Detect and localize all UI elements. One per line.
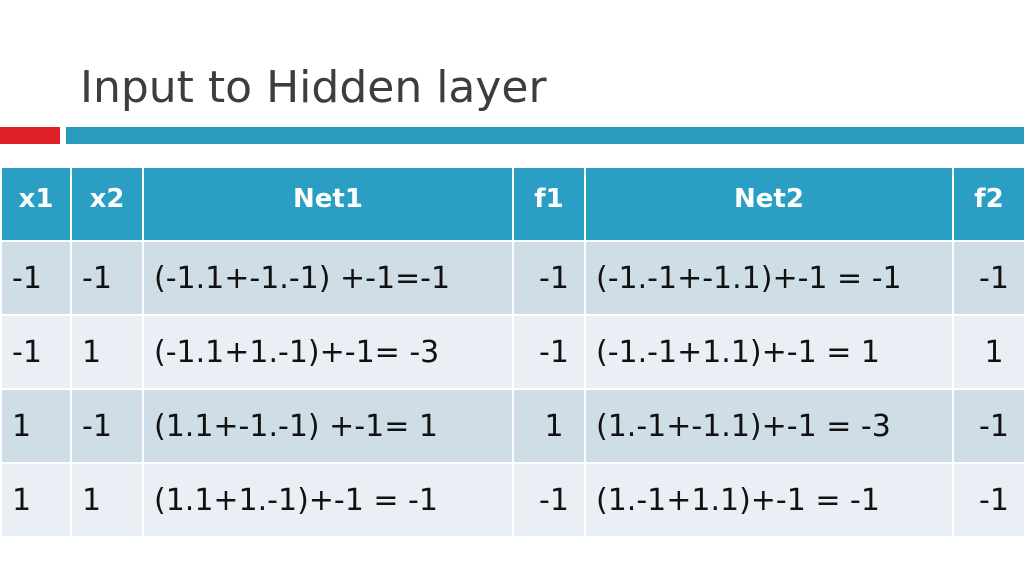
header-x1: x1 [0,166,72,242]
table-row: -1 -1 (-1.1+-1.-1) +-1=-1 -1 (-1.-1+-1.1… [0,240,1024,316]
header-f1: f1 [512,166,586,242]
table-row: -1 1 (-1.1+1.-1)+-1= -3 -1 (-1.-1+1.1)+-… [0,314,1024,390]
cell-x1: -1 [0,240,72,316]
cell-x2: 1 [70,462,144,538]
cell-net1: (-1.1+1.-1)+-1= -3 [142,314,514,390]
header-x2: x2 [70,166,144,242]
cell-f2: 1 [952,314,1024,390]
truth-table: x1 x2 Net1 f1 Net2 f2 -1 -1 (-1.1+-1.-1)… [0,166,1024,538]
cell-x1: 1 [0,462,72,538]
cell-net2: (-1.-1+-1.1)+-1 = -1 [584,240,954,316]
accent-bar-red [0,127,60,144]
cell-f2: -1 [952,388,1024,464]
cell-f2: -1 [952,462,1024,538]
header-f2: f2 [952,166,1024,242]
cell-net2: (-1.-1+1.1)+-1 = 1 [584,314,954,390]
accent-bar-teal [66,127,1024,144]
header-net1: Net1 [142,166,514,242]
table-row: 1 1 (1.1+1.-1)+-1 = -1 -1 (1.-1+1.1)+-1 … [0,462,1024,538]
cell-x2: -1 [70,240,144,316]
cell-x1: 1 [0,388,72,464]
cell-f2: -1 [952,240,1024,316]
cell-x2: 1 [70,314,144,390]
cell-net1: (1.1+1.-1)+-1 = -1 [142,462,514,538]
cell-net1: (-1.1+-1.-1) +-1=-1 [142,240,514,316]
slide-title: Input to Hidden layer [80,62,547,113]
cell-f1: -1 [512,240,586,316]
cell-f1: -1 [512,314,586,390]
header-net2: Net2 [584,166,954,242]
cell-net2: (1.-1+-1.1)+-1 = -3 [584,388,954,464]
cell-x1: -1 [0,314,72,390]
table-row: 1 -1 (1.1+-1.-1) +-1= 1 1 (1.-1+-1.1)+-1… [0,388,1024,464]
cell-net2: (1.-1+1.1)+-1 = -1 [584,462,954,538]
cell-f1: 1 [512,388,586,464]
cell-net1: (1.1+-1.-1) +-1= 1 [142,388,514,464]
table-header-row: x1 x2 Net1 f1 Net2 f2 [0,166,1024,242]
cell-x2: -1 [70,388,144,464]
cell-f1: -1 [512,462,586,538]
